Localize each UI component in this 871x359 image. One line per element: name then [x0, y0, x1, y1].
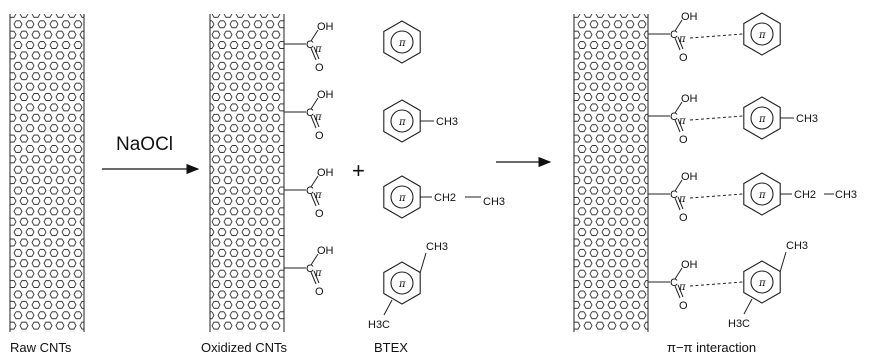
hydroxyl-label: OH	[317, 245, 334, 257]
benzene-ring: π	[743, 12, 781, 56]
carboxyl-group: C OH O π	[284, 167, 334, 220]
oxidized-cnts-label: Oxidized CNTs	[201, 340, 287, 355]
pi-label: π	[314, 112, 322, 123]
carboxyl-group: C OH O π	[648, 259, 744, 312]
hydroxyl-label: OH	[317, 21, 334, 33]
pi-label: π	[398, 38, 406, 49]
methyl-label: CH3	[796, 113, 818, 125]
plus-sign: +	[352, 158, 365, 183]
hydroxyl-label: OH	[681, 93, 698, 105]
ethylbenzene-ring: π CH2 CH3	[383, 175, 505, 219]
pi-label: π	[314, 190, 322, 201]
methyl-label: CH3	[786, 240, 808, 252]
pi-label: π	[398, 193, 406, 204]
pi-label: π	[678, 282, 686, 293]
methylene-label: CH2	[794, 189, 816, 201]
hydroxyl-label: OH	[681, 11, 698, 23]
methyl-label-left: H3C	[728, 318, 750, 330]
oxygen-label: O	[679, 212, 688, 224]
oxygen-label: O	[315, 286, 324, 298]
carboxyl-group: C OH O π	[648, 93, 744, 146]
pi-label: π	[678, 34, 686, 45]
carboxyl-group: C OH O π	[284, 245, 334, 298]
raw-cnt-tube	[9, 14, 85, 332]
oxygen-label: O	[315, 62, 324, 74]
xylene-ring: π CH3 H3C	[368, 241, 448, 331]
hydroxyl-label: OH	[681, 171, 698, 183]
carbon-label: C	[306, 263, 314, 275]
carbon-label: C	[306, 107, 314, 119]
oxygen-label: O	[679, 52, 688, 64]
methyl-label: CH3	[483, 196, 505, 208]
methyl-label: CH3	[835, 189, 857, 201]
pi-label: π	[314, 268, 322, 279]
pi-pi-interaction-label: π−π interaction	[667, 340, 756, 355]
carboxyl-group: C OH O π	[284, 89, 334, 142]
hydroxyl-label: OH	[681, 259, 698, 271]
methyl-label: CH3	[426, 241, 448, 253]
pi-label: π	[758, 190, 766, 201]
pi-label: π	[314, 44, 322, 55]
methylene-label: CH2	[434, 192, 456, 204]
oxidized-cnt-tube	[209, 14, 285, 332]
carbon-label: C	[306, 185, 314, 197]
carbon-label: C	[670, 29, 678, 41]
oxygen-label: O	[679, 300, 688, 312]
hydroxyl-label: OH	[317, 167, 334, 179]
pi-label: π	[398, 279, 406, 290]
btex-label: BTEX	[374, 340, 408, 355]
product-cnt-tube	[573, 14, 649, 332]
methyl-label: CH3	[436, 116, 458, 128]
pi-label: π	[758, 114, 766, 125]
benzene-ring: π	[383, 20, 421, 64]
xylene-ring: π CH3 H3C	[728, 240, 808, 330]
pi-label: π	[398, 117, 406, 128]
carboxyl-group: C OH O π	[648, 171, 744, 224]
carbon-label: C	[670, 277, 678, 289]
oxygen-label: O	[679, 134, 688, 146]
hydroxyl-label: OH	[317, 89, 334, 101]
ethylbenzene-ring: π CH2 CH3	[743, 172, 857, 216]
pi-label: π	[758, 278, 766, 289]
carboxyl-group: C OH O π	[648, 11, 744, 64]
toluene-ring: π CH3	[743, 96, 818, 140]
carbon-label: C	[670, 111, 678, 123]
methyl-label-left: H3C	[368, 319, 390, 331]
pi-label: π	[678, 194, 686, 205]
carbon-label: C	[306, 39, 314, 51]
pi-label: π	[678, 116, 686, 127]
reagent-label: NaOCl	[116, 134, 173, 155]
pi-label: π	[758, 30, 766, 41]
carbon-label: C	[670, 189, 678, 201]
carboxyl-group: C OH O π	[284, 21, 334, 74]
oxygen-label: O	[315, 130, 324, 142]
raw-cnts-label: Raw CNTs	[10, 340, 72, 355]
toluene-ring: π CH3	[383, 99, 458, 143]
oxygen-label: O	[315, 208, 324, 220]
